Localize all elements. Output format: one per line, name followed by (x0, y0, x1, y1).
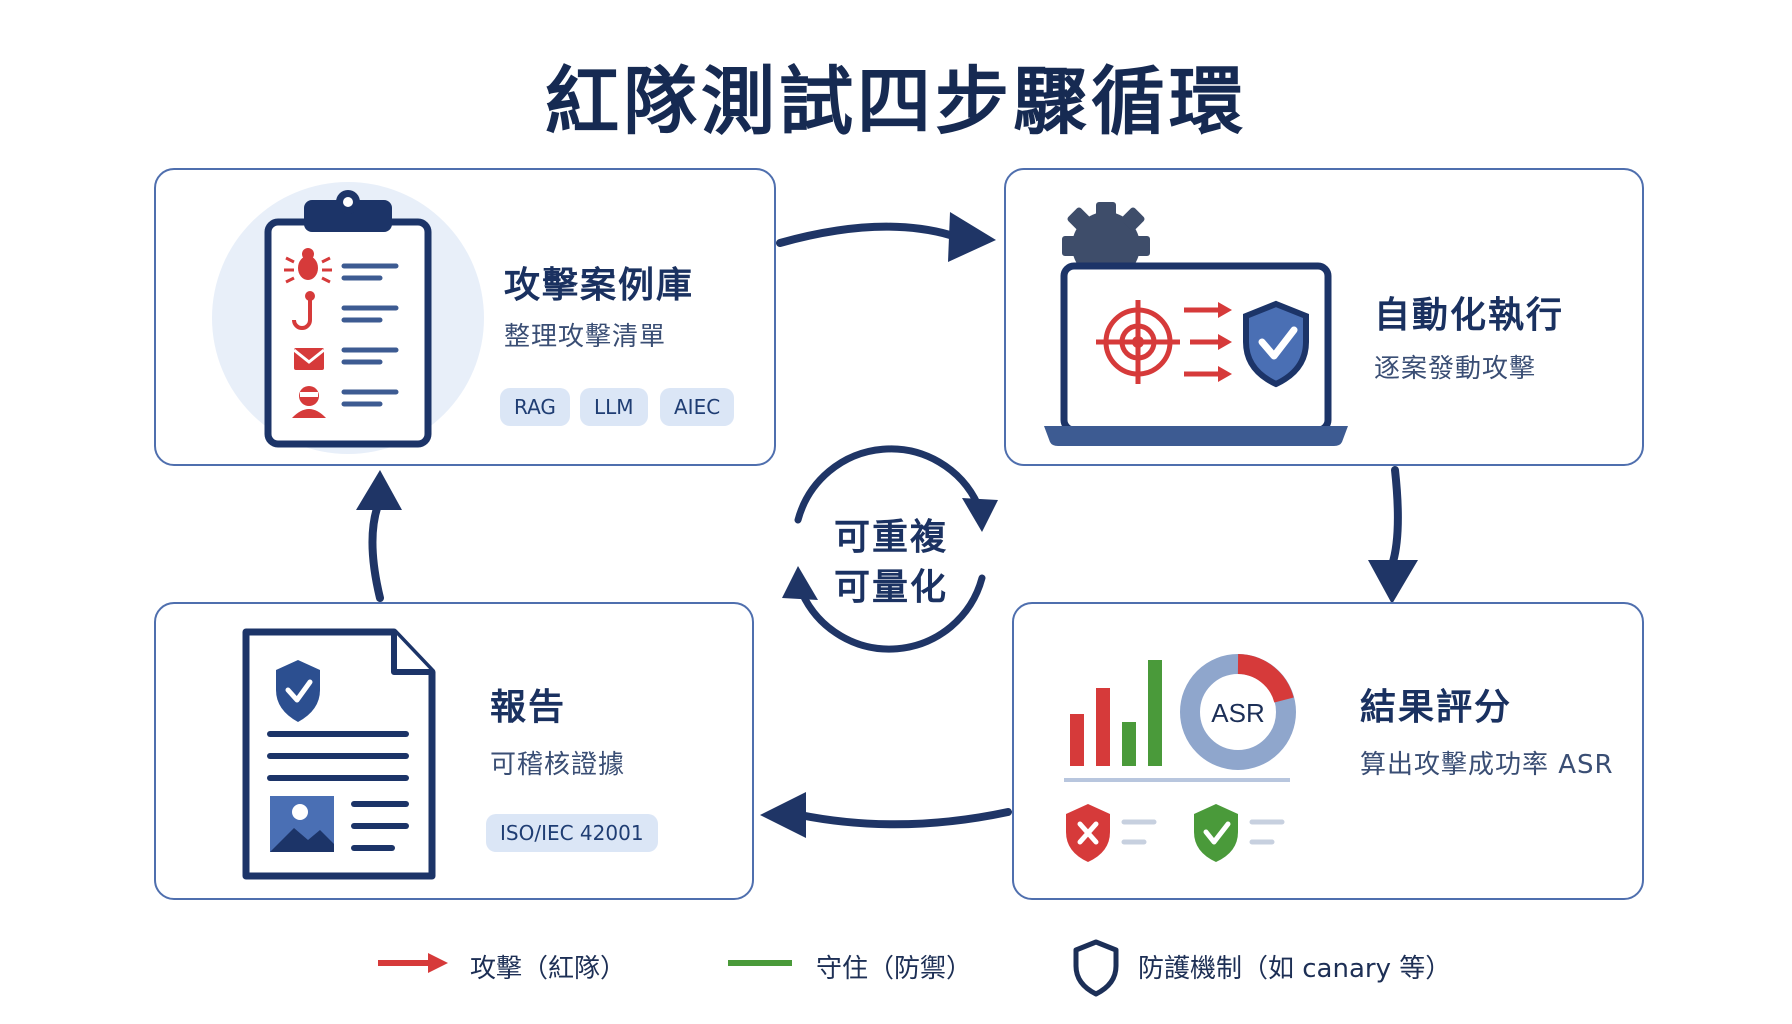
step-card-result-scoring: ASR 結果評分 算出攻擊成功率 ASR (1012, 602, 1644, 900)
tag-iso-42001: ISO/IEC 42001 (486, 814, 658, 852)
arrowhead-left (760, 792, 806, 838)
legend-guard-label: 防護機制（如 canary 等） (1138, 954, 1452, 984)
document-icon (242, 628, 436, 880)
arrow-exec-to-score (1388, 466, 1402, 569)
arrowhead-up (356, 470, 402, 510)
step-card-automated-execution: 自動化執行 逐案發動攻擊 (1004, 168, 1644, 466)
arrow-library-to-exec (776, 222, 954, 247)
legend-defense-label: 守住（防禦） (816, 954, 973, 984)
step-title: 報告 (490, 687, 567, 728)
gauge-label: ASR (1211, 698, 1264, 728)
center-line1: 可重複 (833, 517, 948, 558)
legend-attack-label: 攻擊（紅隊） (470, 954, 627, 984)
donut-gauge-icon (1180, 654, 1296, 770)
step-subtitle: 可稽核證據 (490, 750, 626, 780)
cycle-arrows (794, 445, 986, 653)
tag-llm: LLM (580, 388, 648, 426)
bug-icon (284, 248, 332, 284)
arrow-report-to-library (368, 501, 384, 602)
bar-chart-icon: ASR (1064, 654, 1296, 862)
hook-icon (292, 291, 315, 330)
shield-x-icon (1066, 804, 1110, 862)
laptop-icon (1044, 202, 1348, 446)
step-subtitle: 算出攻擊成功率 ASR (1360, 750, 1614, 780)
tag-rag: RAG (500, 388, 570, 426)
step-title: 自動化執行 (1374, 295, 1565, 336)
shield-check-icon (276, 660, 320, 722)
clipboard-icon (212, 182, 484, 454)
hacker-icon (292, 386, 326, 418)
step-card-report: 報告 可稽核證據 ISO/IEC 42001 (154, 602, 754, 900)
page-title: 紅隊測試四步驟循環 (545, 59, 1247, 145)
center-line2: 可量化 (833, 567, 948, 608)
shield-check-icon (1243, 300, 1309, 388)
step-title: 結果評分 (1360, 687, 1513, 728)
step-card-attack-library: 攻擊案例庫 整理攻擊清單 RAG LLM AIEC (154, 168, 776, 466)
arrowhead-right (948, 212, 996, 262)
step-title: 攻擊案例庫 (504, 265, 695, 306)
step-subtitle: 整理攻擊清單 (504, 322, 667, 352)
arrow-score-to-report (796, 808, 1012, 829)
tag-aiec: AIEC (660, 388, 735, 426)
shield-check-icon (1194, 804, 1238, 862)
image-icon (270, 796, 334, 852)
arrowhead-down (1368, 560, 1418, 604)
step-subtitle: 逐案發動攻擊 (1374, 354, 1537, 384)
mail-icon (293, 348, 325, 370)
